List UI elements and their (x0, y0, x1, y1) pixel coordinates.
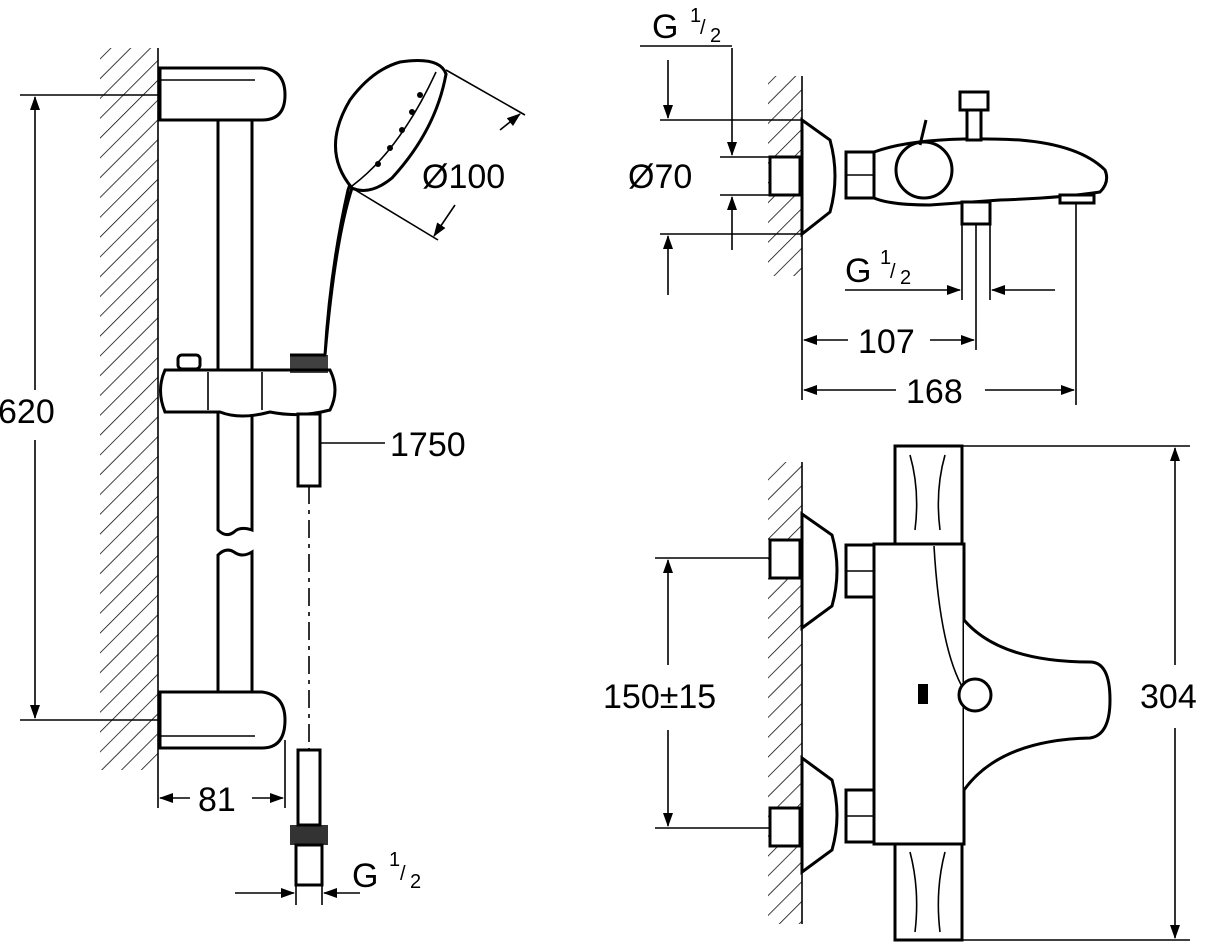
dim-rail-length: 620 (0, 393, 55, 431)
bottom-bracket (158, 690, 287, 750)
rail-upper (216, 118, 254, 537)
hose-upper (296, 412, 322, 488)
dim-hose-length: 1750 (390, 426, 466, 464)
bath-mixer-front-view: 150±15 304 (603, 444, 1197, 942)
fraction-num: 1 (389, 849, 400, 871)
dim-body-height: 304 (1140, 678, 1197, 716)
dim-escutcheon-dia: Ø70 (628, 158, 692, 196)
fraction-num-2: 1 (690, 5, 701, 27)
dim-mixer-thread-top: G (652, 8, 678, 46)
hand-shower (290, 59, 448, 373)
fraction-den: 2 (410, 871, 421, 893)
fraction-slash-3: / (890, 261, 896, 283)
shower-rail-view: 620 81 Ø100 1750 G 1 / 2 (0, 48, 526, 905)
fraction-slash-2: / (700, 17, 706, 39)
dim-center-distance: 150±15 (603, 678, 716, 716)
dim-spout-depth: 107 (858, 323, 915, 361)
wall-hatch-3 (768, 462, 802, 924)
top-bracket (158, 66, 287, 122)
rail-lower (216, 548, 254, 694)
hose-nut (290, 825, 328, 845)
dim-total-depth: 168 (906, 373, 963, 411)
fraction-slash: / (400, 863, 406, 885)
dim-rail-depth: 81 (198, 781, 236, 819)
dim-spout-thread: G (845, 252, 871, 290)
fraction-num-3: 1 (880, 247, 891, 269)
fraction-den-3: 2 (900, 267, 911, 289)
dim-hand-shower-dia: Ø100 (422, 158, 505, 196)
fraction-den-2: 2 (710, 25, 721, 47)
bath-mixer-side-view: G 1 / 2 Ø70 G 1 / 2 107 168 (628, 5, 1109, 411)
hose-lower (296, 748, 322, 827)
wall-hatch (100, 48, 158, 770)
slider-holder (159, 353, 337, 418)
dim-hose-thread: G (352, 857, 378, 895)
